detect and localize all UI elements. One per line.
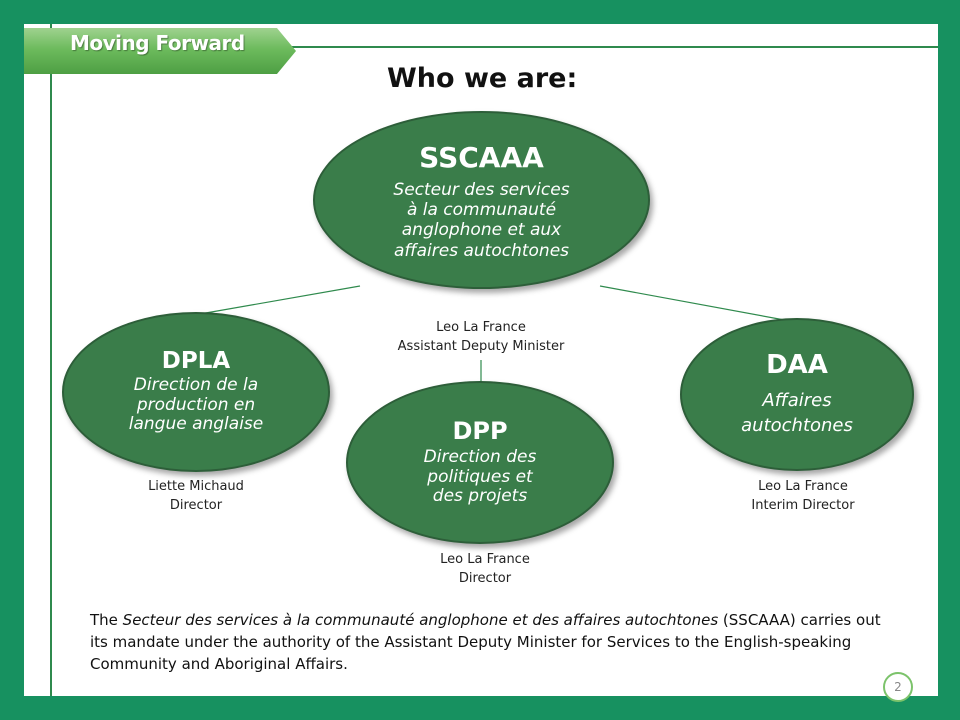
left-border-line xyxy=(50,24,52,696)
node-sscaaa-desc-line: Secteur des services xyxy=(393,179,570,200)
top-border-line xyxy=(290,46,938,48)
caption-sscaaa-person: Leo La France xyxy=(436,320,526,335)
node-dpp-desc-line: des projets xyxy=(432,486,528,507)
caption-dpp-person: Leo La France xyxy=(440,552,530,567)
node-dpp-desc-line: politiques et xyxy=(427,466,533,487)
caption-dpp-role: Director xyxy=(458,570,512,586)
description-part: The xyxy=(90,611,123,629)
description-paragraph: The Secteur des services à la communauté… xyxy=(90,610,890,675)
description-part: (SSCAAA) carries out its mandate under t… xyxy=(90,611,881,673)
node-dpla: DPLA Direction de la production en langu… xyxy=(62,312,330,472)
node-dpla-name: DPLA xyxy=(161,348,231,375)
description-sector-name: Secteur des services à la communauté ang… xyxy=(122,611,719,629)
caption-daa-role: Interim Director xyxy=(751,497,855,513)
node-daa-desc-line: autochtones xyxy=(741,414,853,436)
page-title: Who we are: xyxy=(387,63,578,94)
node-dpp-name: DPP xyxy=(452,416,508,445)
node-daa-desc: Affaires autochtones xyxy=(741,388,853,438)
banner-ribbon xyxy=(24,28,296,74)
caption-dpla: Liette Michaud Director xyxy=(106,478,286,516)
node-sscaaa-desc-line: anglophone et aux xyxy=(401,220,562,241)
node-daa: DAA Affaires autochtones xyxy=(680,318,914,471)
node-daa-name: DAA xyxy=(766,350,828,381)
caption-sscaaa: Leo La France Assistant Deputy Minister xyxy=(366,319,596,357)
connector-sscaaa-dpla xyxy=(199,285,361,315)
connector-sscaaa-daa xyxy=(599,285,791,322)
caption-dpp: Leo La France Director xyxy=(395,551,575,589)
caption-daa: Leo La France Interim Director xyxy=(713,478,893,516)
node-dpp: DPP Direction des politiques et des proj… xyxy=(346,381,614,544)
node-dpla-desc-line: langue anglaise xyxy=(128,414,264,435)
caption-dpla-person: Liette Michaud xyxy=(148,479,244,494)
caption-sscaaa-role: Assistant Deputy Minister xyxy=(397,338,565,354)
node-sscaaa-name: SSCAAA xyxy=(419,140,544,174)
banner-title: Moving Forward xyxy=(70,31,245,55)
node-dpp-desc: Direction des politiques et des projets xyxy=(424,448,537,507)
node-dpla-desc: Direction de la production en langue ang… xyxy=(129,376,264,435)
node-daa-desc-line: Affaires xyxy=(762,389,832,411)
node-sscaaa-desc-line: affaires autochtones xyxy=(393,240,570,261)
page-number: 2 xyxy=(883,672,913,702)
node-sscaaa: SSCAAA Secteur des services à la communa… xyxy=(313,111,650,289)
node-dpp-desc-line: Direction des xyxy=(423,447,537,468)
node-sscaaa-desc-line: à la communauté xyxy=(406,200,557,220)
caption-dpla-role: Director xyxy=(169,497,223,513)
node-dpla-desc-line: Direction de la xyxy=(133,375,259,396)
node-sscaaa-desc: Secteur des services à la communauté ang… xyxy=(393,180,569,262)
caption-daa-person: Leo La France xyxy=(758,479,848,494)
node-dpla-desc-line: production en xyxy=(136,394,256,415)
